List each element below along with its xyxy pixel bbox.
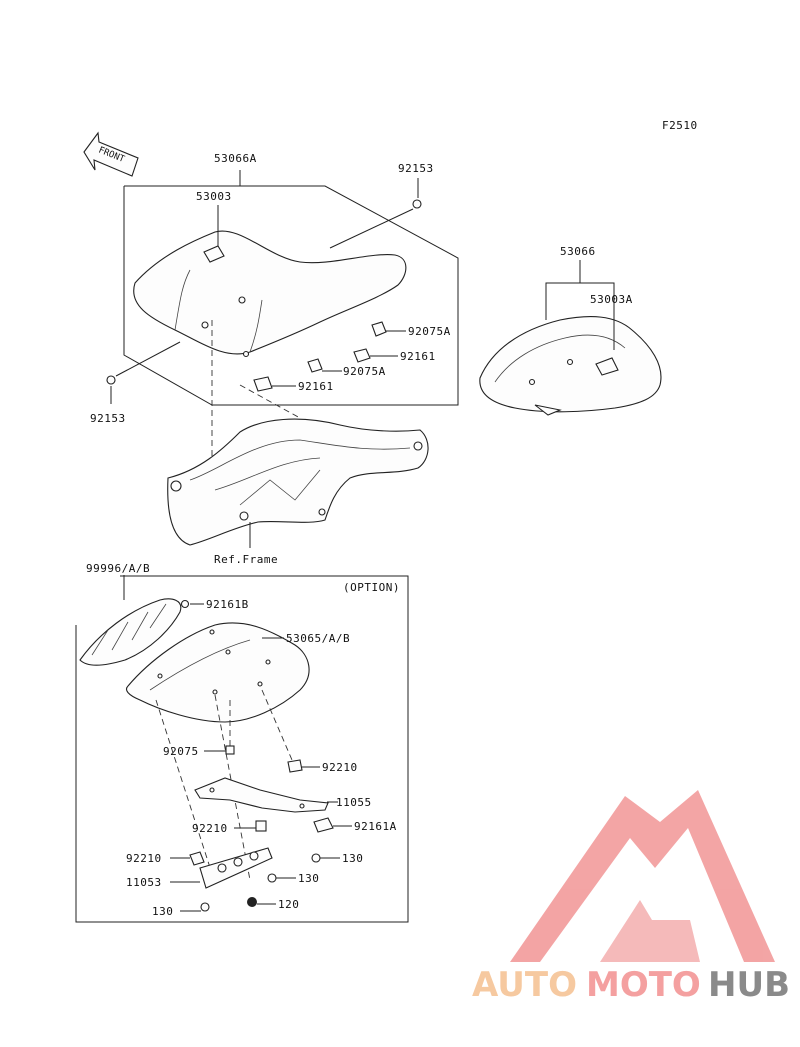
bracket-11055: 11055 <box>194 777 372 813</box>
rider-seat: 53003 <box>133 190 407 358</box>
watermark-hub: HUB <box>708 965 790 1005</box>
label-92161A: 92161A <box>354 820 397 833</box>
label-92153-left: 92153 <box>90 412 126 425</box>
front-arrow-icon: FRONT <box>83 131 139 177</box>
clip-92075A-1: 92075A <box>371 321 451 338</box>
label-120: 120 <box>278 898 299 911</box>
ref-frame-label: Ref.Frame <box>214 553 278 566</box>
bolt-92153-top: 92153 <box>329 162 434 249</box>
bolt-130-3: 130 <box>152 902 210 918</box>
label-53003A: 53003A <box>590 293 633 306</box>
label-92161B: 92161B <box>206 598 249 611</box>
seat-cowl: 53066 53003A <box>479 245 662 416</box>
option-box: (OPTION) <box>75 575 409 923</box>
label-130-3: 130 <box>152 905 173 918</box>
label-92075: 92075 <box>163 745 199 758</box>
seat-assembly-box: 53066A <box>123 152 459 406</box>
plate-11053: 11053 <box>126 847 273 889</box>
option-label: (OPTION) <box>343 581 400 594</box>
clip-92161-2: 92161 <box>253 376 334 393</box>
label-92153-top: 92153 <box>398 162 434 175</box>
watermark-moto: MOTO <box>586 965 701 1005</box>
label-99996: 99996/A/B <box>86 562 150 575</box>
label-92161-1: 92161 <box>400 350 436 363</box>
label-11053: 11053 <box>126 876 162 889</box>
label-92161-2: 92161 <box>298 380 334 393</box>
grommet-92210-3: 92210 <box>126 851 205 866</box>
bolt-120: 120 <box>247 897 299 911</box>
label-92210-3: 92210 <box>126 852 162 865</box>
label-11055: 11055 <box>336 796 372 809</box>
watermark-auto: AUTO <box>472 965 577 1005</box>
automotohub-logo <box>510 790 775 962</box>
label-53065: 53065/A/B <box>286 632 350 645</box>
label-92210-2: 92210 <box>192 822 228 835</box>
label-130-2: 130 <box>298 872 319 885</box>
label-92210-1: 92210 <box>322 761 358 774</box>
grommet-92210-1: 92210 <box>287 759 358 774</box>
label-130-1: 130 <box>342 852 363 865</box>
clip-92075: 92075 <box>163 745 235 758</box>
label-92075A-1: 92075A <box>408 325 451 338</box>
pad-92161A: 92161A <box>313 817 397 833</box>
label-53066A: 53066A <box>214 152 257 165</box>
bolt-92153-left: 92153 <box>90 341 181 425</box>
figure-code: F2510 <box>662 119 698 132</box>
seat-base-99996: 99996/A/B 92161B <box>79 562 249 666</box>
seat-cover-53065: 53065/A/B <box>125 622 350 723</box>
label-53003: 53003 <box>196 190 232 203</box>
bolt-130-2: 130 <box>267 872 319 885</box>
clip-92075A-2: 92075A <box>307 358 386 378</box>
grommet-92210-2: 92210 <box>192 820 267 835</box>
bolt-130-1: 130 <box>311 852 363 865</box>
rear-frame: Ref.Frame <box>167 418 429 566</box>
label-53066: 53066 <box>560 245 596 258</box>
label-92075A-2: 92075A <box>343 365 386 378</box>
clip-92161-1: 92161 <box>353 348 436 363</box>
